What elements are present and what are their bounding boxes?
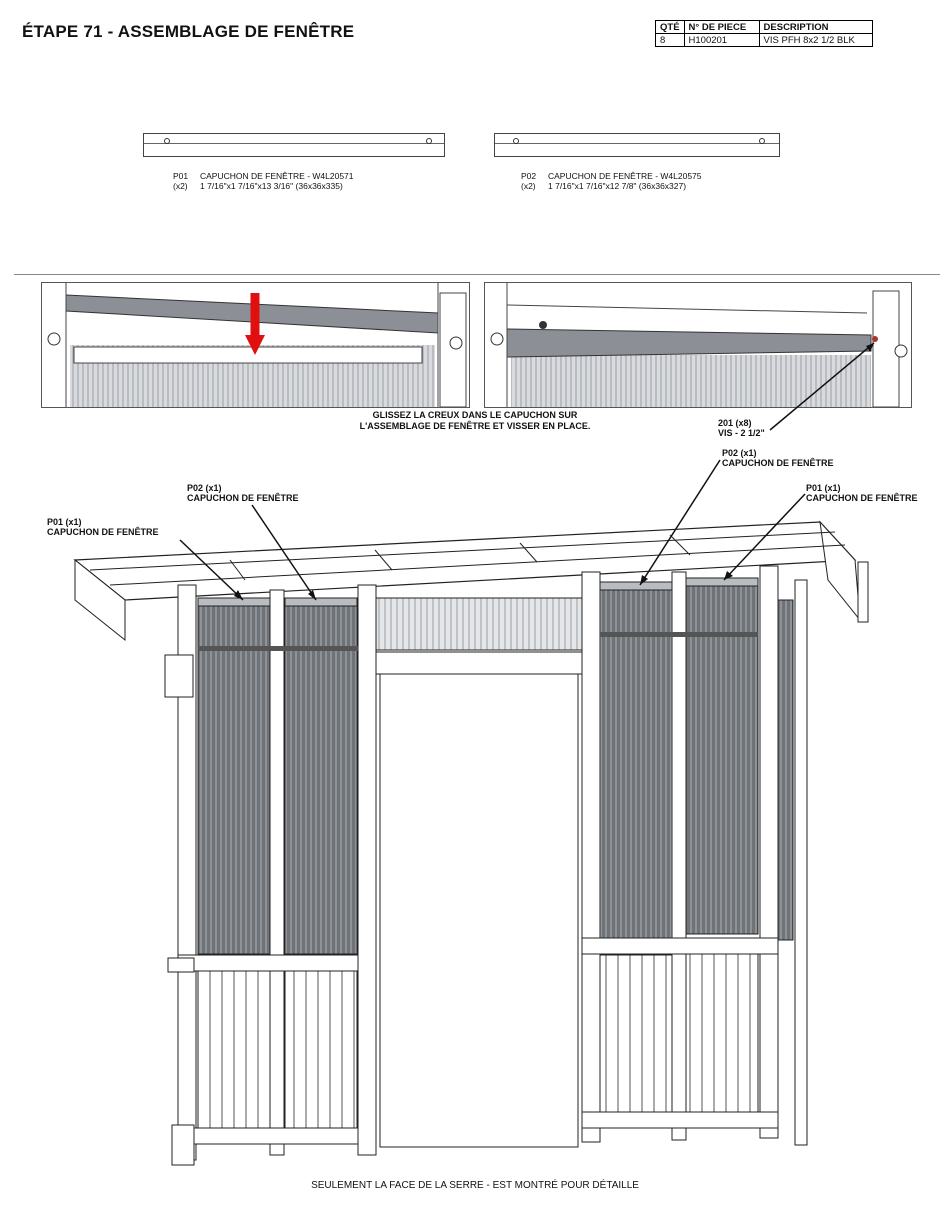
instruction-line-2: L'ASSEMBLAGE DE FENÊTRE ET VISSER EN PLA… [359,421,591,431]
screw-callout-name: VIS - 2 1/2" [718,428,765,438]
lower-panel [284,969,358,1131]
screw-callout: 201 (x8) VIS - 2 1/2" [718,418,765,438]
window-panel [511,355,871,407]
window-cap-installed [506,328,872,358]
screw-hole-icon [426,138,432,144]
part-qty: (x2) [173,181,188,191]
part-edge-line [144,143,444,144]
rail [177,1127,359,1145]
window-cap-p01-left [197,597,271,607]
part-p02-label: P02 CAPUCHON DE FENÊTRE - W4L20575 (x2) 1 … [521,171,702,191]
callout-name: CAPUCHON DE FENÊTRE [47,527,159,537]
callout-p01-right: P01 (x1) CAPUCHON DE FENÊTRE [806,483,918,503]
lower-panel [685,951,759,1113]
callout-p02-left: P02 (x1) CAPUCHON DE FENÊTRE [187,483,299,503]
door-opening [379,671,579,1148]
post [581,571,601,1143]
part-name: CAPUCHON DE FENÊTRE - W4L20571 [200,171,354,181]
cell-qty: 8 [655,33,685,47]
insert-arrow-head-icon [245,335,265,355]
screw-callout-qty: 201 (x8) [718,418,752,428]
post [759,565,779,1139]
window-right-1 [599,587,673,939]
rail [581,937,779,955]
detail-view-2-drawing [490,283,908,407]
callout-p02-right: P02 (x1) CAPUCHON DE FENÊTRE [722,448,834,468]
callout-part: P01 (x1) [47,517,82,527]
roof-frame [73,521,857,601]
detail-view-slide-cap [41,282,470,408]
column-header-part-no: N° DE PIECE [683,20,760,34]
parts-table: QTÉ N° DE PIECE DESCRIPTION 8 H100201 VI… [655,20,873,47]
part-p01-drawing [143,133,445,157]
screw-hole-icon [164,138,170,144]
table-row: 8 H100201 VIS PFH 8x2 1/2 BLK [655,33,873,47]
callout-name: CAPUCHON DE FENÊTRE [806,493,918,503]
callout-name: CAPUCHON DE FENÊTRE [722,458,834,468]
callout-part: P02 (x1) [187,483,222,493]
cell-description: VIS PFH 8x2 1/2 BLK [758,33,873,47]
window-cap-p02-right [599,581,673,591]
upper-panel [374,597,584,651]
instruction-text: GLISSEZ LA CREUX DANS LE CAPUCHON SUR L'… [300,410,650,432]
detail-view-screw-cap [484,282,912,408]
post [269,589,285,1156]
window-left-2 [284,603,358,955]
column-header-qty: QTÉ [655,20,685,34]
part-p01-label: P01 CAPUCHON DE FENÊTRE - W4L20571 (x2) 1 … [173,171,354,191]
callout-part: P02 (x1) [722,448,757,458]
footer-note: SEULEMENT LA FACE DE LA SERRE - EST MONT… [311,1180,639,1191]
lower-panel [599,954,673,1116]
cell-part-no: H100201 [683,33,760,47]
screw-icon [872,336,878,342]
callout-p01-left: P01 (x1) CAPUCHON DE FENÊTRE [47,517,159,537]
part-dims: 1 7/16"x1 7/16"x12 7/8" (36x36x327) [548,181,687,191]
rail [177,954,359,972]
part-code: P02 [521,171,537,181]
lower-panel [197,969,271,1131]
instruction-line-1: GLISSEZ LA CREUX DANS LE CAPUCHON SUR [372,410,578,420]
rail [581,1111,779,1129]
callout-part: P01 (x1) [806,483,841,493]
vertical-post [439,292,467,407]
page-title: ÉTAPE 71 - ASSEMBLAGE DE FENÊTRE [22,22,355,41]
post [177,584,197,1161]
screw-icon [539,321,547,329]
section-divider [14,274,940,275]
window-cap-p01-right [685,577,759,587]
callout-name: CAPUCHON DE FENÊTRE [187,493,299,503]
window-right-2 [685,583,759,935]
part-edge-line [495,143,779,144]
part-name: CAPUCHON DE FENÊTRE - W4L20575 [548,171,702,181]
post [671,571,687,1141]
column-header-description: DESCRIPTION [758,20,873,34]
post [357,584,377,1156]
screw-hole-icon [759,138,765,144]
part-p02-drawing [494,133,780,157]
window-cap-piece [73,346,423,364]
part-code: P01 [173,171,189,181]
screw-hole-icon [513,138,519,144]
window-cap-p02-left [284,597,358,607]
part-qty: (x2) [521,181,536,191]
window-left-1 [197,603,271,955]
detail-view-1-drawing [47,283,467,407]
part-dims: 1 7/16"x1 7/16"x13 3/16" (36x36x335) [200,181,343,191]
